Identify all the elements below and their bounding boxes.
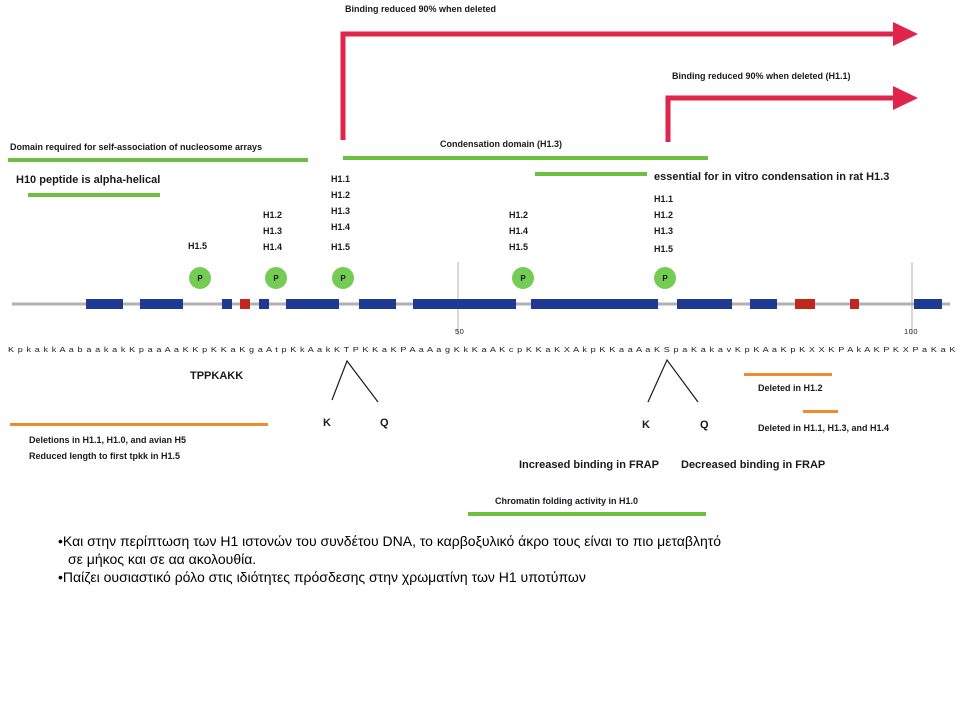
isoform-stack-1: H1.5 (188, 241, 207, 251)
isoform-label: H1.3 (654, 226, 673, 236)
greek-bullet-text: •Και στην περίπτωση των Η1 ιστονών του σ… (58, 532, 918, 586)
isoform-label: H1.4 (331, 222, 350, 232)
tick-50-label: 50 (455, 327, 464, 336)
isoform-label: H1.3 (331, 206, 350, 216)
isoform-label: H1.5 (331, 242, 350, 252)
phospho-label: P (662, 274, 668, 283)
phospho-label: P (273, 274, 279, 283)
blue-segment (259, 299, 269, 309)
isoform-label: H1.5 (188, 241, 207, 251)
blue-segment (531, 299, 658, 309)
increased-binding-label: Increased binding in FRAP (519, 459, 659, 471)
binding-reduced-label: Binding reduced 90% when deleted (345, 4, 496, 14)
self-association-bar (8, 158, 308, 162)
isoform-stack-2: H1.2 H1.3 H1.4 (263, 210, 282, 252)
condensation-domain-bar (343, 156, 708, 160)
bullet-1: •Και στην περίπτωση των Η1 ιστονών του σ… (58, 533, 722, 549)
isoform-label: H1.3 (263, 226, 282, 236)
red-segment (850, 299, 859, 309)
decreased-binding-label: Decreased binding in FRAP (681, 459, 825, 471)
blue-segments (86, 299, 942, 309)
blue-segment (677, 299, 732, 309)
tppkakk-label: TPPKAKK (190, 370, 243, 382)
phospho-label: P (340, 274, 346, 283)
isoform-label: H1.2 (509, 210, 528, 220)
q-label: Q (380, 417, 389, 429)
h10-peptide-bar (28, 193, 160, 197)
blue-segment (86, 299, 123, 309)
isoform-label: H1.5 (509, 242, 528, 252)
binding-reduced-h11-label: Binding reduced 90% when deleted (H1.1) (672, 71, 851, 81)
chromatin-folding-label: Chromatin folding activity in H1.0 (495, 496, 638, 506)
deletions-line1: Deletions in H1.1, H1.0, and avian H5 (29, 435, 186, 445)
isoform-stack-3: H1.1 H1.2 H1.3 H1.4 H1.5 (331, 174, 350, 252)
kq-branch-2: K Q (642, 358, 709, 431)
phospho-site-5: P (654, 267, 676, 289)
isoform-label: H1.4 (509, 226, 528, 236)
deleted-h11-bar (803, 410, 838, 413)
phospho-site-3: P (332, 267, 354, 289)
phospho-site-1: P (189, 267, 211, 289)
phospho-label: P (520, 274, 526, 283)
bullet-1-continuation: σε μήκος και σε αα ακολουθία. (68, 551, 257, 567)
phospho-label: P (197, 274, 203, 283)
kq-branch-1: K Q (323, 359, 389, 429)
red-segments (240, 299, 859, 309)
deletions-line2: Reduced length to first tpkk in H1.5 (29, 451, 180, 461)
binding-arrow-short (665, 86, 918, 142)
self-association-label: Domain required for self-association of … (10, 142, 262, 152)
blue-segment (140, 299, 183, 309)
phospho-site-2: P (265, 267, 287, 289)
h10-peptide-label: H10 peptide is alpha-helical (16, 174, 160, 186)
isoform-label: H1.2 (263, 210, 282, 220)
isoform-stack-4: H1.2 H1.4 H1.5 (509, 210, 528, 252)
k-label: K (323, 417, 331, 429)
k-label: K (642, 419, 650, 431)
deletions-h11-bar (10, 423, 268, 426)
bullet-2: •Παίζει ουσιαστικό ρόλο στις ιδιότητες π… (58, 569, 586, 585)
isoform-label: H1.1 (654, 194, 673, 204)
deleted-h11-label: Deleted in H1.1, H1.3, and H1.4 (758, 423, 889, 433)
isoform-label: H1.2 (331, 190, 350, 200)
tick-100-label: 100 (904, 327, 918, 336)
blue-segment (222, 299, 232, 309)
blue-segment (359, 299, 396, 309)
deleted-h12-label: Deleted in H1.2 (758, 383, 823, 393)
binding-arrow-long (340, 22, 918, 140)
isoform-stack-5: H1.1 H1.2 H1.3 H1.5 (654, 194, 673, 254)
isoform-label: H1.1 (331, 174, 350, 184)
blue-segment (286, 299, 339, 309)
essential-condensation-bar (535, 172, 647, 176)
chromatin-folding-bar (468, 512, 706, 516)
blue-segment (413, 299, 516, 309)
condensation-domain-label: Condensation domain (H1.3) (440, 139, 562, 149)
deleted-h12-bar (744, 373, 832, 376)
isoform-label: H1.2 (654, 210, 673, 220)
red-segment (795, 299, 815, 309)
essential-condensation-label: essential for in vitro condensation in r… (654, 171, 889, 183)
isoform-label: H1.4 (263, 242, 282, 252)
isoform-label: H1.5 (654, 244, 673, 254)
blue-segment (914, 299, 942, 309)
phospho-site-4: P (512, 267, 534, 289)
red-segment (240, 299, 250, 309)
histone-h1-domain-diagram: Binding reduced 90% when deleted Binding… (8, 4, 956, 516)
amino-acid-sequence: K p k a k k A a b a a k a k K p a a A a … (8, 345, 956, 354)
blue-segment (750, 299, 777, 309)
q-label: Q (700, 419, 709, 431)
